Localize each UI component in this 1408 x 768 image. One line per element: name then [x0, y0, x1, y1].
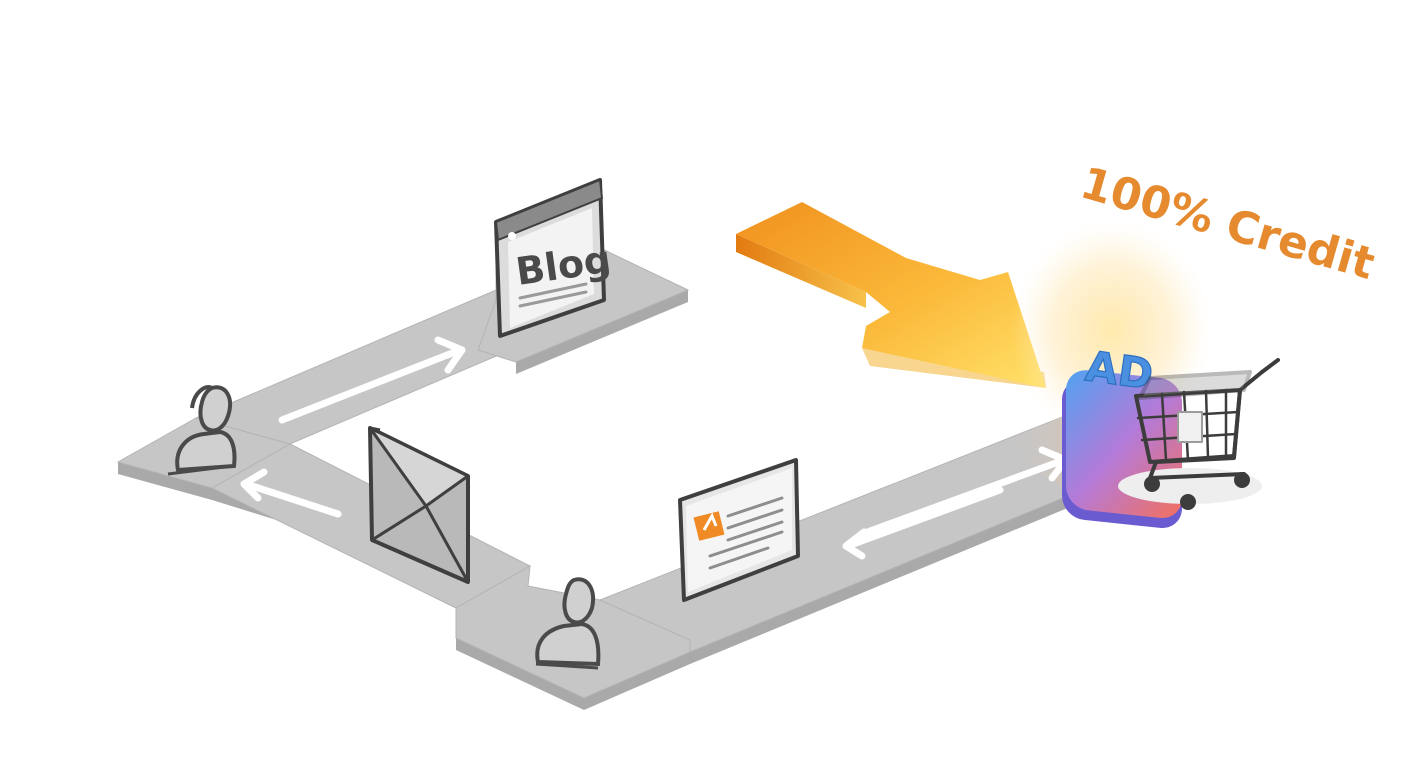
user-icon	[535, 577, 601, 670]
envelope-icon	[368, 426, 470, 584]
arrow-back	[842, 486, 1004, 560]
ad-label: AD	[1083, 341, 1157, 399]
arrow-left	[240, 468, 342, 518]
arrow-up-right	[278, 336, 466, 424]
user-icon	[167, 385, 237, 476]
blog-card: Blog	[494, 178, 614, 338]
shopping-cart-icon	[1118, 358, 1280, 510]
flow-arrows	[240, 336, 1070, 560]
document-icon	[678, 458, 800, 602]
ad-badge-icon: AD	[1082, 341, 1157, 400]
credit-arrow-icon	[736, 202, 1046, 388]
